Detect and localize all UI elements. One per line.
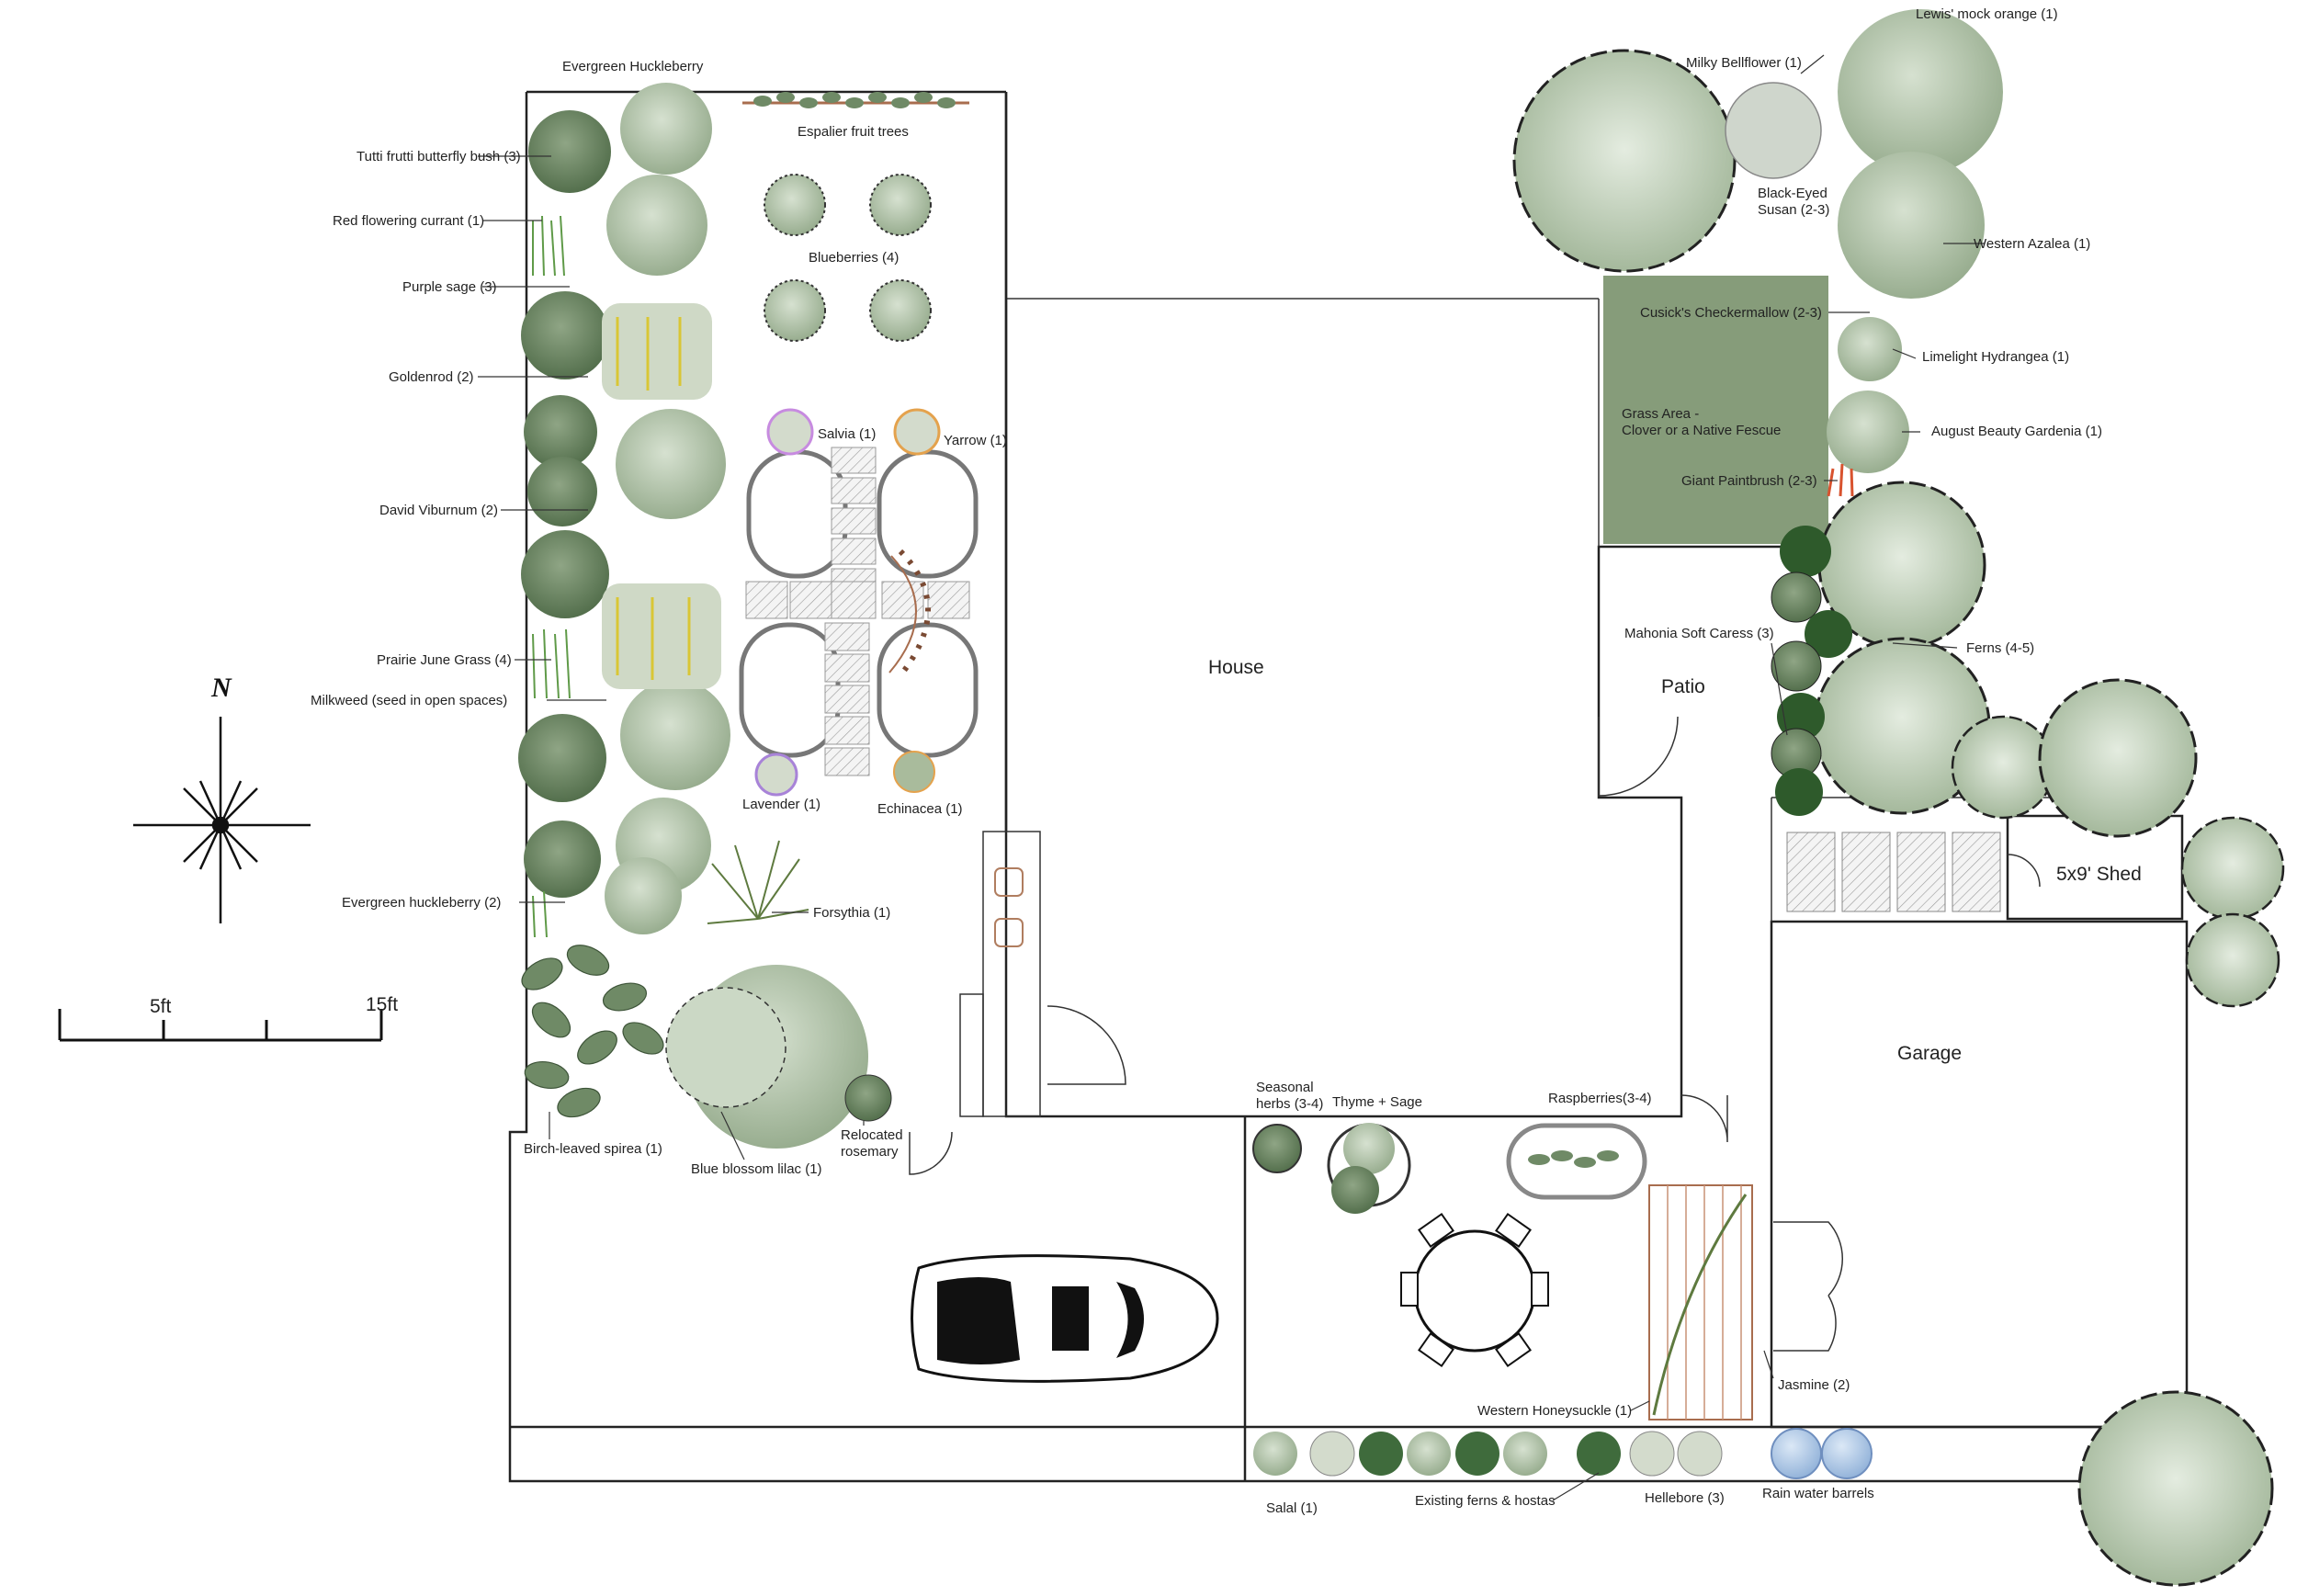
seasonal-herbs-label-2: herbs (3-4)	[1256, 1096, 1323, 1112]
tutti-frutti-label: Tutti frutti butterfly bush (3)	[356, 149, 521, 164]
property-walls	[508, 90, 2198, 1483]
raised-beds	[739, 449, 979, 758]
lavender-label: Lavender (1)	[742, 797, 820, 812]
western-azalea-label: Western Azalea (1)	[1974, 236, 2090, 252]
garage-side-door	[1680, 1094, 1728, 1143]
ferns-label: Ferns (4-5)	[1966, 640, 2034, 656]
espalier-label: Espalier fruit trees	[798, 124, 909, 140]
salvia-label: Salvia (1)	[818, 426, 876, 442]
rosemary-label-1: Relocated	[841, 1127, 903, 1143]
garden-arch	[898, 549, 931, 677]
grass-label-2: Clover or a Native Fescue	[1622, 423, 1781, 438]
seasonal-herbs-label-1: Seasonal	[1256, 1080, 1314, 1095]
scale-15ft: 15ft	[366, 994, 398, 1015]
echinacea-label: Echinacea (1)	[877, 801, 963, 817]
black-eyed-susan-label-2: Susan (2-3)	[1758, 202, 1829, 218]
lewis-mock-orange-label: Lewis' mock orange (1)	[1916, 6, 2058, 22]
rain-barrels-label: Rain water barrels	[1762, 1486, 1874, 1501]
limelight-label: Limelight Hydrangea (1)	[1922, 349, 2069, 365]
forsythia-label: Forsythia (1)	[813, 905, 890, 921]
blue-lilac-label: Blue blossom lilac (1)	[691, 1161, 822, 1177]
grass-area	[1603, 276, 1828, 544]
thyme-sage-label: Thyme + Sage	[1332, 1094, 1422, 1110]
garage-double-door	[1773, 1221, 1844, 1352]
rain-barrel	[1771, 1428, 1822, 1479]
black-eyed-susan-label-1: Black-Eyed	[1758, 186, 1827, 201]
milkweed-label: Milkweed (seed in open spaces)	[311, 693, 507, 708]
garage-label: Garage	[1897, 1043, 1962, 1064]
hellebore-label: Hellebore (3)	[1645, 1490, 1725, 1506]
raspberries-label: Raspberries(3-4)	[1548, 1091, 1652, 1106]
left-border-plantings	[518, 83, 892, 1149]
lower-patio-features	[1252, 1123, 1753, 1421]
right-side-trees	[1512, 9, 2285, 1587]
yarrow-plant	[893, 408, 941, 456]
giant-paintbrush-label: Giant Paintbrush (2-3)	[1681, 473, 1817, 489]
scale-bar	[58, 1009, 383, 1042]
compass-rose	[133, 717, 311, 923]
compass-north-label: N	[210, 673, 232, 703]
cusicks-label: Cusick's Checkermallow (2-3)	[1640, 305, 1822, 321]
kitchen-door	[1047, 1005, 1126, 1085]
david-viburnum-label: David Viburnum (2)	[379, 503, 498, 518]
jasmine-label: Jasmine (2)	[1778, 1377, 1850, 1393]
house-label: House	[1208, 657, 1264, 678]
shed-label: 5x9' Shed	[2056, 864, 2142, 885]
blueberries-label: Blueberries (4)	[809, 250, 899, 266]
deck-chairs	[994, 867, 1024, 947]
august-gardenia-label: August Beauty Gardenia (1)	[1931, 424, 2102, 439]
salal-label: Salal (1)	[1266, 1500, 1318, 1516]
goldenrod-label: Goldenrod (2)	[389, 369, 474, 385]
patio-door	[1598, 716, 1679, 797]
evergreen-huckleberry-2-label: Evergreen huckleberry (2)	[342, 895, 501, 911]
salvia-plant	[766, 408, 814, 456]
mahonia-label: Mahonia Soft Caress (3)	[1624, 626, 1774, 641]
shed-door	[2007, 854, 2041, 888]
purple-sage-label: Purple sage (3)	[402, 279, 497, 295]
prairie-june-label: Prairie June Grass (4)	[377, 652, 512, 668]
scale-5ft: 5ft	[150, 996, 172, 1017]
patio-label: Patio	[1661, 676, 1705, 697]
espalier-trees	[742, 92, 969, 108]
rosemary-label-2: rosemary	[841, 1144, 899, 1160]
bottom-border-plantings	[1253, 1428, 1873, 1479]
rain-barrel	[1821, 1428, 1873, 1479]
grass-label-1: Grass Area -	[1622, 406, 1699, 422]
milky-bellflower-label: Milky Bellflower (1)	[1686, 55, 1802, 71]
evergreen-huckleberry-top-label: Evergreen Huckleberry	[562, 59, 704, 74]
western-honeysuckle-label: Western Honeysuckle (1)	[1477, 1403, 1632, 1419]
red-currant-label: Red flowering currant (1)	[333, 213, 484, 229]
side-door	[909, 1131, 953, 1175]
lavender-plant	[754, 753, 798, 797]
patio-pavers	[1786, 832, 2001, 912]
existing-ferns-label: Existing ferns & hostas	[1415, 1493, 1556, 1509]
blueberry-bushes	[764, 174, 932, 342]
echinacea-plant	[893, 751, 935, 793]
car-icon	[911, 1254, 1219, 1383]
birch-spirea-label: Birch-leaved spirea (1)	[524, 1141, 662, 1157]
yarrow-label: Yarrow (1)	[944, 433, 1007, 448]
leader-lines	[478, 54, 1985, 1501]
